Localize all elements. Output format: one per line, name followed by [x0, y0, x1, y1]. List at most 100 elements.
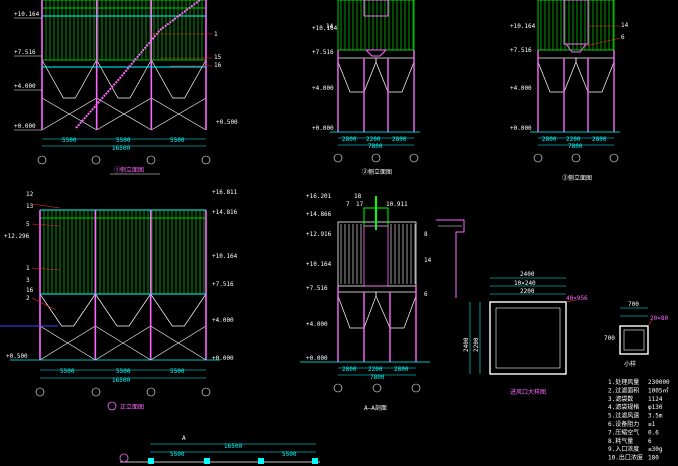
- axis-bubble: [372, 383, 382, 393]
- view-title: ③侧立面图: [562, 174, 592, 182]
- leader-line: [585, 37, 621, 47]
- spec-value: 1005㎡: [648, 386, 668, 394]
- callout-number: 8: [424, 231, 428, 238]
- axis-bubble: [35, 387, 45, 397]
- callout-number: 7: [346, 201, 350, 208]
- inlet-cone: [565, 43, 587, 53]
- level-label: +4.000: [306, 321, 328, 328]
- title-bubble: [107, 401, 117, 411]
- callout-number: 16: [214, 62, 222, 69]
- view-top-left: +10.164 +7.516 +4.000 +0.000 +0.500 1 15…: [14, 0, 238, 175]
- dimension-text: 5500: [116, 368, 131, 375]
- level-label: +0.000: [312, 125, 334, 132]
- callout-number: 13: [26, 203, 34, 210]
- spec-key: 5.过滤风速: [608, 412, 639, 420]
- spec-key: 10.出口浓度: [608, 454, 643, 462]
- brace: [41, 97, 97, 131]
- hopper: [575, 57, 615, 93]
- axis-bubble: [201, 387, 211, 397]
- dimension-text: 2800: [342, 136, 357, 143]
- view-section: +16.201 +14.866 +12.916 +10.164 +7.516 +…: [300, 193, 465, 412]
- detail-inlet: 2400 10×240 2200 2400 2200 40×956 进风口大样图: [463, 271, 588, 396]
- grid-bays: [39, 209, 207, 361]
- spec-key: 6.设备阻力: [608, 420, 639, 428]
- axis-bubble: [91, 387, 101, 397]
- dimension-text: 5500: [170, 137, 185, 144]
- level-label: +4.000: [312, 85, 334, 92]
- level-label: +0.000: [212, 355, 234, 362]
- leader-line: [31, 297, 57, 311]
- level-label: +7.516: [312, 49, 334, 56]
- level-label: +14.866: [306, 211, 332, 218]
- axis-bubble: [37, 155, 47, 165]
- hopper: [95, 293, 151, 327]
- dimension-text: 2400: [463, 337, 470, 352]
- leader-line: [31, 203, 61, 209]
- axis-bubble: [146, 387, 156, 397]
- column-base: [204, 458, 210, 464]
- view-title: ②侧立面图: [362, 168, 392, 176]
- axis-bubble: [333, 153, 343, 163]
- dimension-total: 7800: [568, 143, 583, 150]
- axis-bubble: [533, 153, 543, 163]
- callout-number: 1: [214, 31, 218, 38]
- spec-key: 9.入口浓度: [608, 445, 639, 453]
- dimension-text: 700: [604, 335, 615, 342]
- hopper: [150, 293, 207, 327]
- column-base: [258, 458, 264, 464]
- dimension-text: 2800: [592, 136, 607, 143]
- spec-value: 230000: [648, 379, 670, 386]
- brace: [151, 97, 207, 131]
- dimension-text: 2400: [520, 271, 535, 278]
- dimension-total: 7800: [368, 143, 383, 150]
- hopper: [375, 291, 417, 329]
- hopper: [39, 293, 96, 327]
- dimension-text: 2800: [394, 366, 409, 373]
- spec-value: 1124: [648, 396, 663, 403]
- callout-number: 6: [424, 291, 428, 298]
- spec-value: 3.5m: [648, 413, 663, 420]
- dimension-text: 2200: [368, 366, 383, 373]
- axis-bubble: [409, 153, 419, 163]
- spec-value: ≤30g: [648, 446, 663, 453]
- filter-bags: [540, 0, 614, 50]
- section-mark: A: [182, 435, 186, 442]
- spec-key: 1.处理风量: [608, 378, 639, 386]
- side-platform: [436, 219, 465, 298]
- leader-line: [31, 223, 61, 227]
- level-label: +16.811: [212, 189, 238, 196]
- view-title: ①侧立面图: [114, 166, 144, 174]
- axis-bubble: [571, 153, 581, 163]
- center-duct: [363, 225, 389, 287]
- top-hatch: [563, 0, 589, 45]
- callout-number: 16: [26, 287, 34, 294]
- level-label: +0.500: [216, 119, 238, 126]
- level-label: +7.516: [14, 49, 36, 56]
- hopper: [151, 59, 207, 99]
- dimension-text: 2800: [392, 136, 407, 143]
- leader-line: [647, 319, 653, 327]
- inner-frame: [495, 307, 561, 369]
- filter-bags: [340, 224, 416, 284]
- brace: [95, 325, 151, 361]
- level-label: +10.164: [312, 25, 338, 32]
- spec-key: 8.耗气量: [608, 437, 633, 445]
- inner-frame: [623, 329, 645, 351]
- callout-number: 12: [26, 191, 34, 198]
- casing: [337, 0, 415, 51]
- grid-bays: [41, 0, 207, 131]
- spec-value: 6: [648, 438, 652, 445]
- axis-bubble: [119, 453, 129, 463]
- callout-number: 2: [26, 295, 30, 302]
- hopper: [41, 59, 97, 99]
- level-label: +16.201: [306, 193, 332, 200]
- dimension-text: 2200: [473, 337, 480, 352]
- inlet-cone: [364, 49, 388, 57]
- spec-key: 2.过滤面积: [608, 386, 639, 394]
- axis-bubble: [91, 155, 101, 165]
- spec-value: 0.6: [648, 429, 659, 436]
- axis-bubble: [609, 153, 619, 163]
- detail-note: 40×956: [566, 295, 588, 302]
